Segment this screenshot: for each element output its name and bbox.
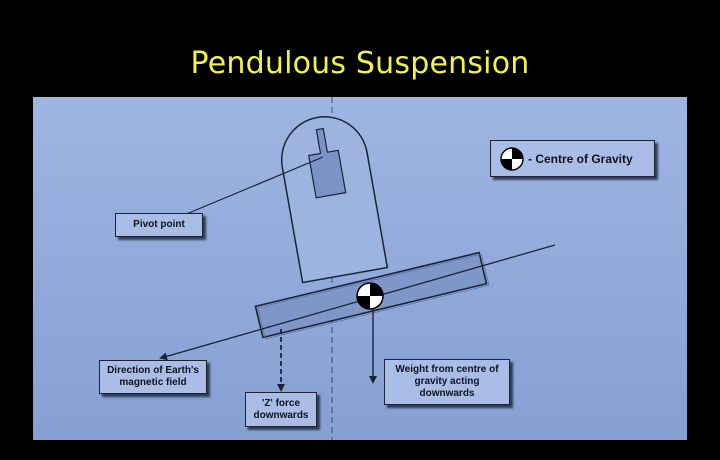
pendulum-diagram	[159, 97, 556, 440]
earth-field-label: Direction of Earth's magnetic field	[99, 360, 207, 394]
pendulum-arm	[280, 116, 389, 284]
legend: - Centre of Gravity	[490, 140, 655, 177]
diagram-panel: - Centre of Gravity Pivot point Directio…	[33, 97, 687, 440]
pivot-pointer	[183, 156, 324, 216]
weight-label: Weight from centre of gravity acting dow…	[384, 359, 510, 405]
legend-label: - Centre of Gravity	[528, 151, 633, 166]
centre-of-gravity-icon	[500, 146, 524, 171]
centre-of-gravity-icon	[356, 282, 384, 310]
page-title: Pendulous Suspension	[190, 46, 530, 81]
z-force-label: 'Z' force downwards	[245, 392, 317, 427]
pivot-point-label: Pivot point	[115, 213, 203, 237]
